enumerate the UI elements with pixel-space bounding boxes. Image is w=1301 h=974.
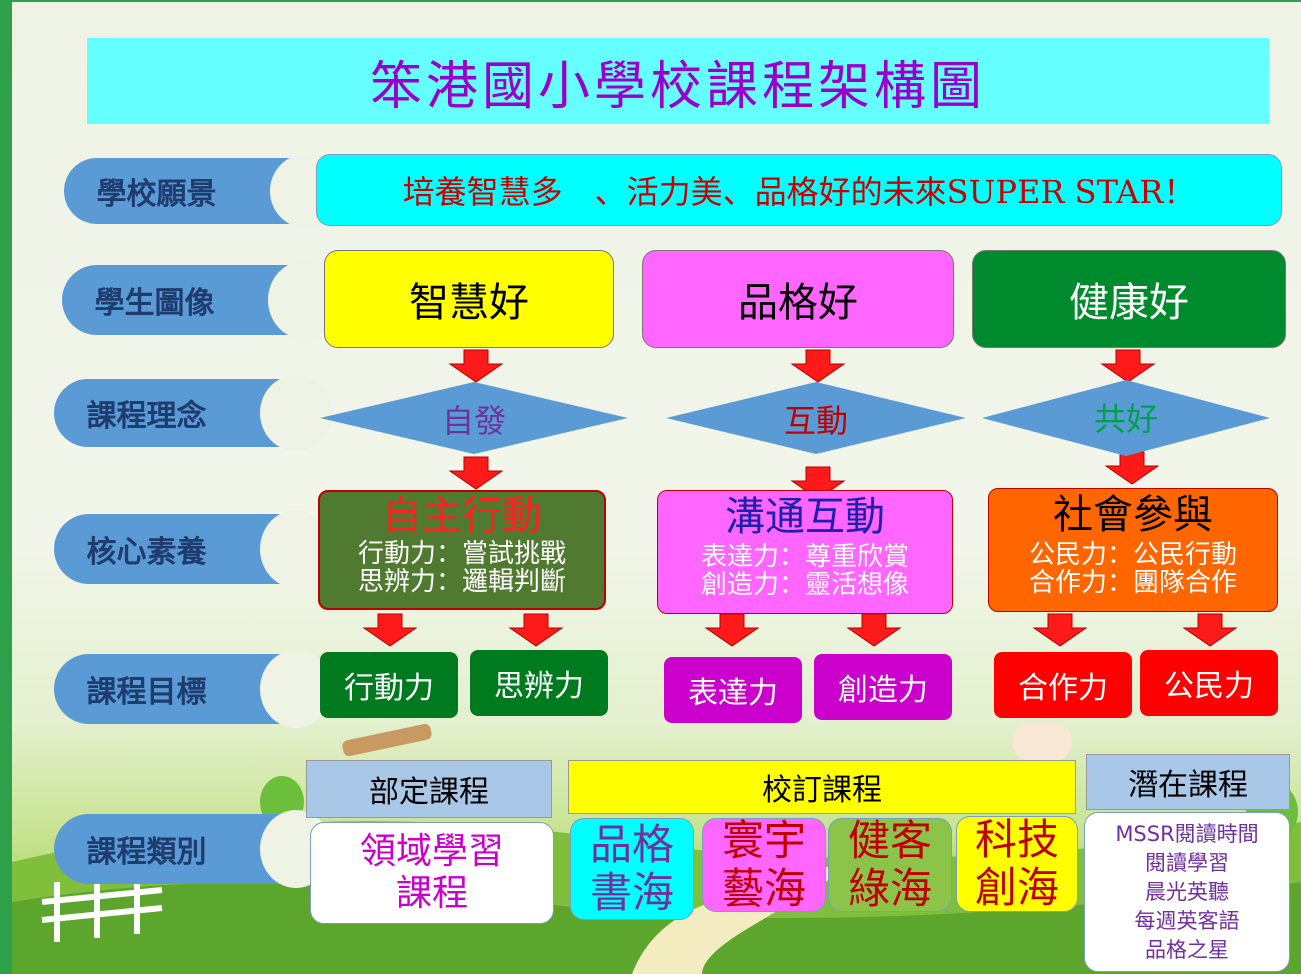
arrow-down bbox=[448, 349, 504, 383]
row-label-idea-text: 課程理念 bbox=[86, 399, 207, 434]
vision-box: 培養智慧多 、活力美、品格好的未來SUPER STAR！ bbox=[316, 154, 1282, 226]
fence bbox=[41, 874, 163, 942]
core-line: 表達力：尊重欣賞 bbox=[700, 542, 909, 572]
pill-notch bbox=[260, 375, 332, 451]
school-item-line: 健客 bbox=[847, 816, 932, 865]
category-required-box: 領域學習 課程 bbox=[310, 822, 554, 924]
school-item-character: 品格 書海 bbox=[570, 818, 694, 920]
house bbox=[1012, 722, 1072, 762]
school-item-line: 綠海 bbox=[847, 864, 932, 913]
school-item-line: 藝海 bbox=[721, 864, 806, 913]
idea-common-good: 共好 bbox=[1093, 400, 1158, 438]
category-hidden-head: 潛在課程 bbox=[1086, 754, 1290, 810]
portrait-health: 健康好 bbox=[972, 250, 1286, 348]
row-label-goal-text: 課程目標 bbox=[86, 675, 207, 710]
arrow-down bbox=[448, 456, 504, 490]
hidden-item: 品格之星 bbox=[1145, 937, 1229, 962]
core-line: 思辨力：邏輯判斷 bbox=[357, 567, 566, 597]
row-label-category-text: 課程類別 bbox=[86, 835, 207, 870]
goal-action: 行動力 bbox=[320, 652, 458, 718]
school-item-line: 創海 bbox=[974, 863, 1059, 912]
core-social: 社會參與 公民力：公民行動 合作力：團隊合作 bbox=[988, 488, 1278, 612]
idea-diamond bbox=[320, 382, 628, 454]
school-item-tech: 科技 創海 bbox=[956, 816, 1078, 912]
core-communication: 溝通互動 表達力：尊重欣賞 創造力：靈活想像 bbox=[657, 490, 953, 614]
required-line1: 領域學習 bbox=[359, 831, 504, 872]
hidden-item: 每週英客語 bbox=[1134, 908, 1240, 933]
arrow-down bbox=[1100, 349, 1156, 383]
required-line2: 課程 bbox=[395, 873, 468, 914]
arrow-down bbox=[790, 349, 846, 383]
arrow-down bbox=[846, 613, 902, 647]
portrait-wisdom: 智慧好 bbox=[324, 250, 614, 348]
school-item-line: 科技 bbox=[974, 815, 1059, 864]
row-label-core-text: 核心素養 bbox=[86, 535, 207, 570]
hidden-item: 晨光英聽 bbox=[1145, 879, 1229, 904]
core-line: 創造力：靈活想像 bbox=[700, 570, 909, 600]
hidden-item: 閱讀學習 bbox=[1145, 850, 1229, 875]
goal-cooperation: 合作力 bbox=[994, 652, 1132, 718]
core-self-action: 自主行動 行動力：嘗試挑戰 思辨力：邏輯判斷 bbox=[318, 490, 606, 610]
arrow-down bbox=[1182, 613, 1238, 647]
goal-thinking: 思辨力 bbox=[470, 650, 608, 716]
category-required-head: 部定課程 bbox=[306, 760, 552, 818]
row-label-vision-text: 學校願景 bbox=[96, 177, 217, 212]
category-hidden-box: MSSR閱讀時間 閱讀學習 晨光英聽 每週英客語 品格之星 bbox=[1084, 812, 1290, 972]
school-item-health: 健客 綠海 bbox=[828, 816, 952, 913]
school-item-line: 書海 bbox=[589, 868, 674, 917]
row-label-portrait-text: 學生圖像 bbox=[94, 286, 215, 321]
core-title: 社會參與 bbox=[1053, 492, 1213, 538]
arrow-down bbox=[1032, 613, 1088, 647]
core-line: 行動力：嘗試挑戰 bbox=[357, 539, 566, 569]
diagram-shapes bbox=[320, 349, 1270, 647]
windmill-blade bbox=[342, 723, 432, 757]
arrow-down bbox=[1104, 451, 1160, 485]
school-item-line: 寰宇 bbox=[721, 816, 806, 865]
core-line: 公民力：公民行動 bbox=[1028, 540, 1237, 570]
school-item-arts: 寰宇 藝海 bbox=[702, 816, 826, 913]
core-line: 合作力：團隊合作 bbox=[1028, 568, 1237, 598]
portrait-character: 品格好 bbox=[642, 250, 954, 348]
core-title: 溝通互動 bbox=[725, 494, 885, 540]
core-title: 自主行動 bbox=[382, 493, 542, 539]
arrow-down bbox=[508, 613, 564, 647]
goal-creativity: 創造力 bbox=[814, 654, 952, 720]
category-school-head: 校訂課程 bbox=[568, 760, 1076, 814]
idea-diamond bbox=[982, 380, 1270, 456]
goal-citizenship: 公民力 bbox=[1140, 650, 1278, 716]
goal-expression: 表達力 bbox=[664, 657, 802, 723]
school-item-line: 品格 bbox=[589, 820, 674, 869]
arrow-down bbox=[362, 613, 418, 647]
idea-diamond bbox=[666, 382, 966, 454]
idea-autonomy: 自發 bbox=[441, 402, 506, 440]
hidden-item: MSSR閱讀時間 bbox=[1115, 821, 1259, 846]
idea-interaction: 互動 bbox=[783, 402, 848, 440]
arrow-down bbox=[704, 613, 760, 647]
page-title: 笨港國小學校課程架構圖 bbox=[87, 38, 1269, 124]
